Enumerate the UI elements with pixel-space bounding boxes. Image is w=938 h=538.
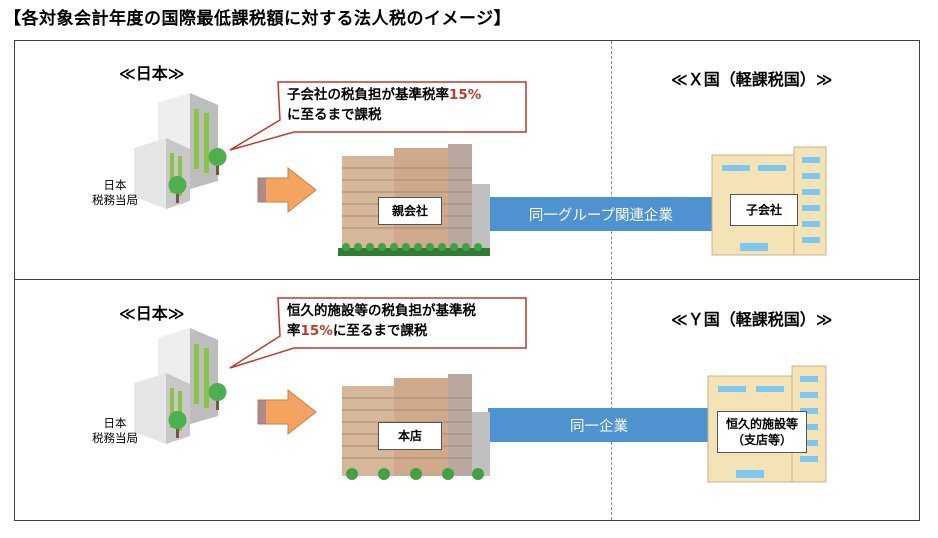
diagram-frame (14, 40, 920, 521)
tax-office-building-icon (134, 93, 227, 209)
section2-authority-label: 日本 税務当局 (92, 416, 138, 445)
section1-relationship-band: 同一グループ関連企業 (490, 197, 712, 231)
head-office-label: 本店 (378, 422, 442, 450)
permanent-establishment-label: 恒久的施設等 （支店等） (717, 411, 807, 453)
section2-callout (229, 297, 527, 369)
arrow-right-icon (257, 388, 317, 436)
section2-right-label: ≪Ｙ国（軽課税国）≫ (671, 310, 833, 329)
section1-callout-text: 子会社の税負担が基準税率15% に至るまで課税 (287, 87, 482, 123)
section1-right-label: ≪Ｘ国（軽課税国）≫ (671, 70, 833, 89)
section2-callout-text: 恒久的施設等の税負担が基準税 率15%に至るまで課税 (287, 303, 476, 339)
country-divider (611, 41, 612, 520)
section-divider (14, 279, 920, 280)
arrow-right-icon (257, 166, 317, 214)
page-title: 【各対象会計年度の国際最低課税額に対する法人税のイメージ】 (4, 9, 512, 29)
section2-relationship-band: 同一企業 (488, 408, 710, 442)
section1-authority-label: 日本 税務当局 (92, 178, 138, 207)
section1-left-label: ≪日本≫ (119, 64, 185, 83)
section2-left-label: ≪日本≫ (119, 304, 185, 323)
section1-callout (229, 81, 527, 151)
subsidiary-label: 子会社 (730, 194, 798, 226)
parent-company-label: 親会社 (378, 197, 442, 225)
tax-office-building-icon (134, 328, 227, 444)
